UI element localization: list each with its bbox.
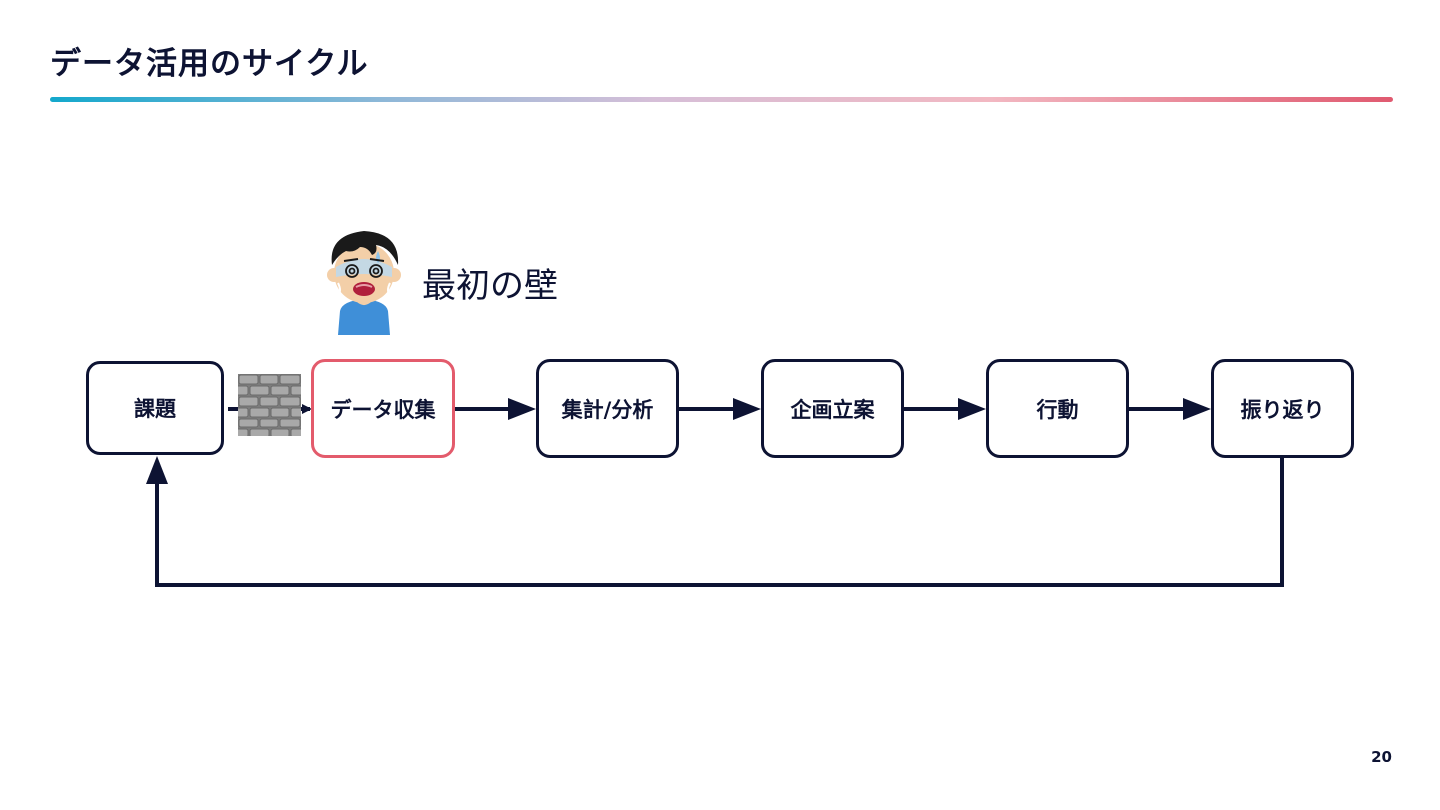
step-review-label: 振り返り bbox=[1240, 397, 1325, 422]
connector-review-back-to-issue bbox=[146, 456, 1284, 587]
title-underline bbox=[50, 97, 1393, 102]
step-analysis-label: 集計/分析 bbox=[561, 397, 654, 422]
step-data-collection: データ収集 bbox=[311, 359, 455, 458]
anxious-person-icon bbox=[327, 231, 401, 335]
slide-title: データ活用のサイクル bbox=[50, 46, 369, 82]
step-data-collection-label: データ収集 bbox=[330, 397, 436, 422]
step-issue: 課題 bbox=[86, 361, 224, 455]
step-action: 行動 bbox=[986, 359, 1129, 458]
page-number: 20 bbox=[1371, 748, 1392, 766]
callout-first-barrier: 最初の壁 bbox=[422, 266, 558, 306]
connector-planning-to-action bbox=[904, 398, 986, 420]
connector-collection-to-analysis bbox=[454, 398, 536, 420]
connector-action-to-review bbox=[1129, 398, 1211, 420]
step-action-label: 行動 bbox=[1036, 397, 1079, 422]
stone-wall-icon bbox=[238, 374, 301, 436]
step-issue-label: 課題 bbox=[134, 397, 176, 421]
step-analysis: 集計/分析 bbox=[536, 359, 679, 458]
connector-analysis-to-planning bbox=[679, 398, 761, 420]
step-planning-label: 企画立案 bbox=[790, 397, 875, 422]
step-review: 振り返り bbox=[1211, 359, 1354, 458]
step-planning: 企画立案 bbox=[761, 359, 904, 458]
